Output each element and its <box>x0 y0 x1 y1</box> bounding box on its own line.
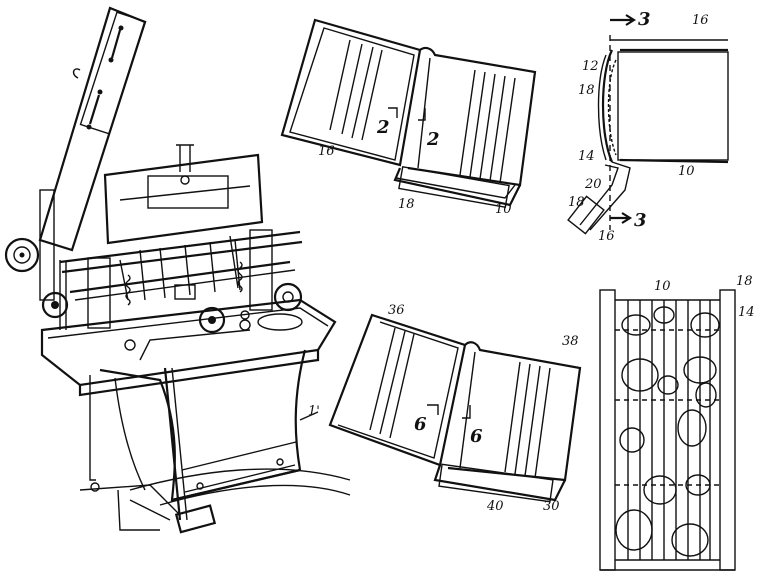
upper-frame <box>103 144 264 245</box>
label-18-lower: 18 <box>568 195 585 210</box>
arm-wheel <box>4 189 67 330</box>
label-block-10: 10 <box>495 202 512 217</box>
label-38: 38 <box>562 334 579 349</box>
label-frame: 1' <box>308 404 320 419</box>
label-20: 20 <box>584 177 602 192</box>
label-36: 36 <box>388 303 405 318</box>
label-10: 10 <box>678 164 695 179</box>
label-12: 12 <box>582 59 599 74</box>
section-3-top: 3 <box>638 9 651 30</box>
work-table <box>40 298 337 397</box>
section-line-6-left: 6 <box>414 414 427 435</box>
section-line-6-right: 6 <box>470 426 483 447</box>
label-14-mesh: 14 <box>738 305 755 320</box>
label-cover-16-top: 16 <box>692 13 709 28</box>
label-strip-18: 18 <box>398 197 415 212</box>
open-book-figure-top: 2 2 16 18 10 <box>280 18 537 217</box>
label-cover-16: 16 <box>318 144 335 159</box>
label-18-mesh: 18 <box>736 274 753 289</box>
pedestal-frame: 1' <box>99 349 320 502</box>
section-line-2-left: 2 <box>376 117 390 138</box>
label-30: 30 <box>543 499 560 514</box>
open-book-figure-bottom: 6 6 36 38 40 30 <box>328 303 582 514</box>
label-16-lower: 16 <box>598 229 615 244</box>
cross-section-figure: 3 16 12 18 14 10 20 18 16 3 <box>567 9 729 244</box>
rail-assembly <box>59 229 303 329</box>
section-3-bottom: 3 <box>634 210 647 231</box>
section-line-2-right: 2 <box>426 129 440 150</box>
label-18: 18 <box>578 83 595 98</box>
bookbinding-machine-illustration: 1' <box>4 6 351 534</box>
label-10-mesh: 10 <box>654 279 671 294</box>
label-40: 40 <box>486 499 504 514</box>
label-14: 14 <box>578 149 595 164</box>
mesh-strip-detail-figure: 10 18 14 <box>599 274 755 571</box>
lever-arm <box>38 6 147 252</box>
treadle-assembly <box>79 367 351 534</box>
